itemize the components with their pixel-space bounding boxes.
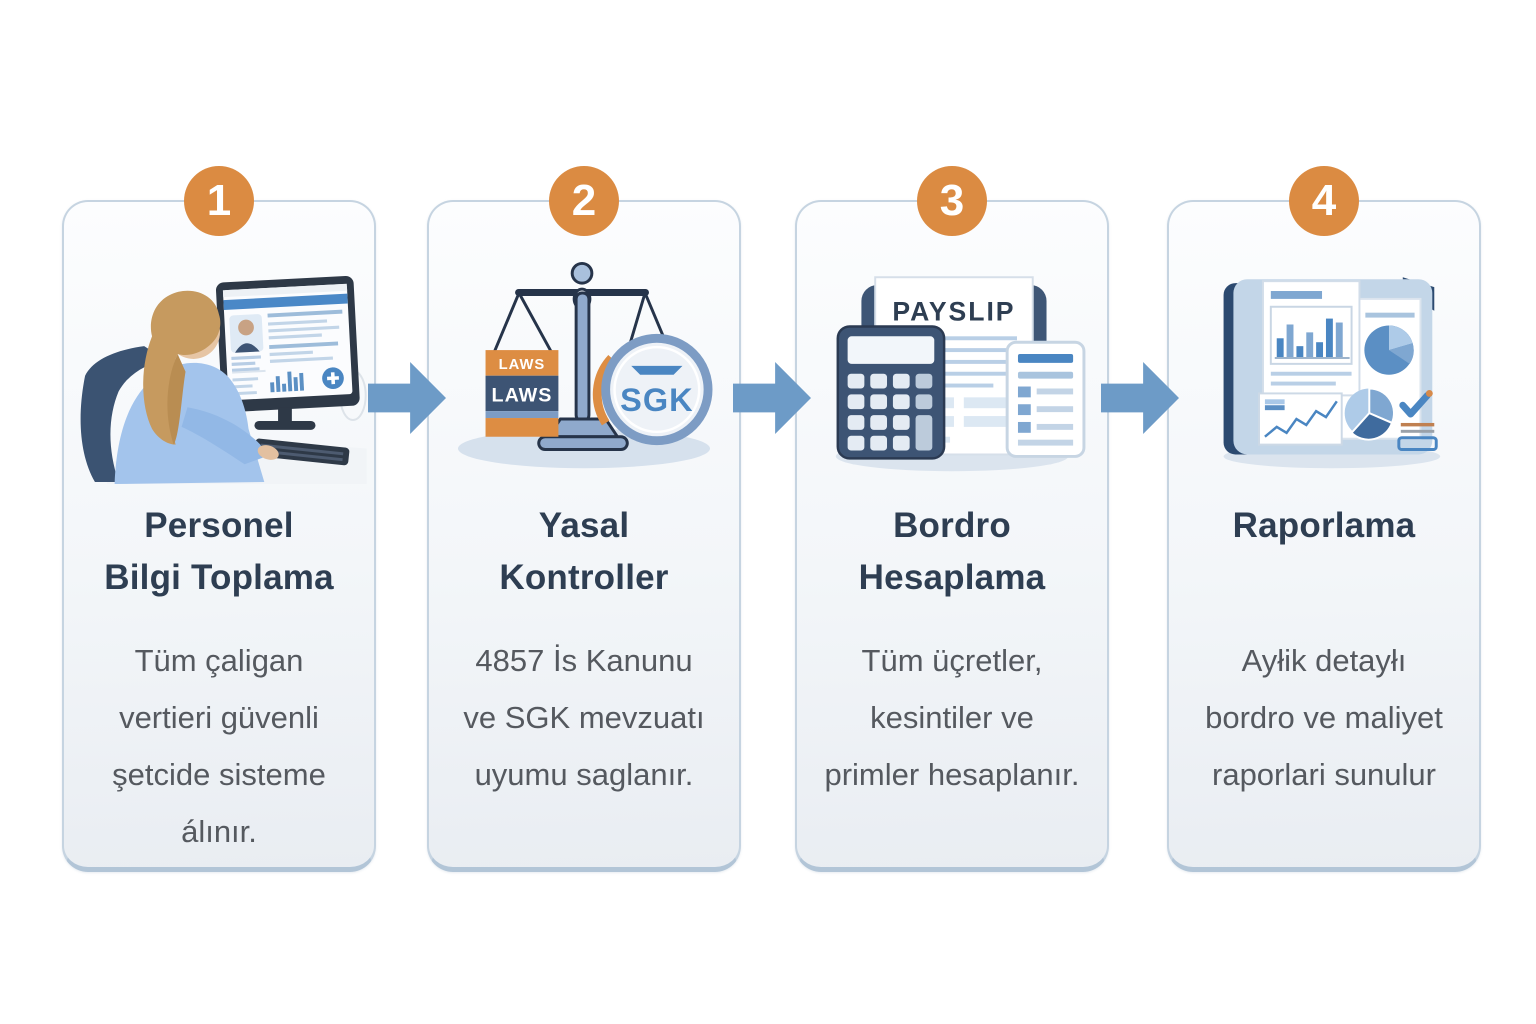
step-card-2: 2 LAWS LAWS xyxy=(427,166,741,872)
step-title: Personel Bilgi Toplama xyxy=(104,506,334,597)
step-number-badge: 1 xyxy=(184,166,254,236)
step-description: Tüm çaligan vertieri güvenli şetcide sis… xyxy=(112,643,326,849)
step-number-badge: 2 xyxy=(549,166,619,236)
step-number: 1 xyxy=(206,176,232,225)
step-card-3: 3 PAYSLIP xyxy=(795,166,1109,872)
step-number: 3 xyxy=(939,176,965,225)
sgk-badge-label: SGK xyxy=(620,382,693,418)
laws-book-bottom-label: LAWS xyxy=(492,384,553,406)
report-dashboard-icon xyxy=(1169,228,1479,484)
step-number: 4 xyxy=(1311,176,1337,225)
woman-at-computer-icon xyxy=(64,228,374,484)
payslip-document-label: PAYSLIP xyxy=(892,297,1015,327)
step-card-1: 1 xyxy=(62,166,376,872)
step-number-badge: 4 xyxy=(1289,166,1359,236)
step-description: Ayłik detayłı bordro ve maliyet raporlar… xyxy=(1205,643,1443,792)
step-description: Tüm üçretler, kesintiler ve primler hesa… xyxy=(824,643,1080,792)
calculator-payslip-icon: PAYSLIP xyxy=(797,228,1107,484)
step-description: 4857 İs Kanunu ve SGK mevzuatı uyumu sag… xyxy=(463,643,705,792)
justice-scale-icon: LAWS LAWS SGK xyxy=(429,228,739,484)
step-card-4: 4 xyxy=(1167,166,1481,872)
step-title: Yasal Kontroller xyxy=(499,506,669,597)
step-number-badge: 3 xyxy=(917,166,987,236)
step-number: 2 xyxy=(571,176,597,225)
step-title: Raporlama xyxy=(1232,506,1416,545)
step-title: Bordro Hesaplama xyxy=(858,506,1046,597)
laws-book-top-label: LAWS xyxy=(499,357,546,373)
